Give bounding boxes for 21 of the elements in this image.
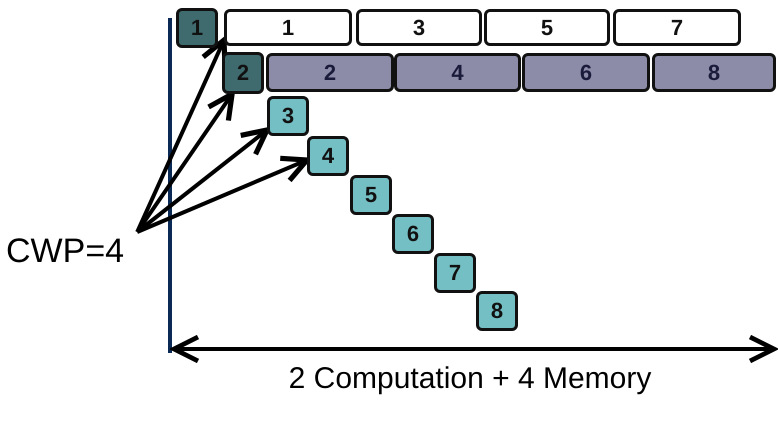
memory-block: 7 (613, 9, 741, 46)
memory-block: 2 (266, 53, 394, 92)
cwp-label: CWP=4 (6, 232, 166, 278)
computation-block: 6 (392, 214, 434, 254)
arrow (136, 91, 235, 234)
memory-block: 3 (356, 9, 482, 46)
computation-block: 5 (350, 175, 392, 215)
computation-block: 7 (434, 253, 476, 293)
computation-block: 1 (176, 8, 218, 48)
computation-block: 4 (307, 136, 349, 176)
memory-block: 6 (522, 53, 650, 92)
dimension-label: 2 Computation + 4 Memory (288, 362, 652, 396)
memory-block: 1 (224, 9, 352, 46)
computation-block: 8 (476, 291, 518, 331)
computation-block: 2 (222, 52, 264, 94)
memory-block: 8 (652, 53, 776, 92)
arrow (135, 37, 228, 233)
arrow (136, 127, 270, 234)
memory-block: 5 (484, 9, 610, 46)
memory-block: 4 (394, 53, 521, 92)
computation-block: 3 (267, 96, 309, 136)
